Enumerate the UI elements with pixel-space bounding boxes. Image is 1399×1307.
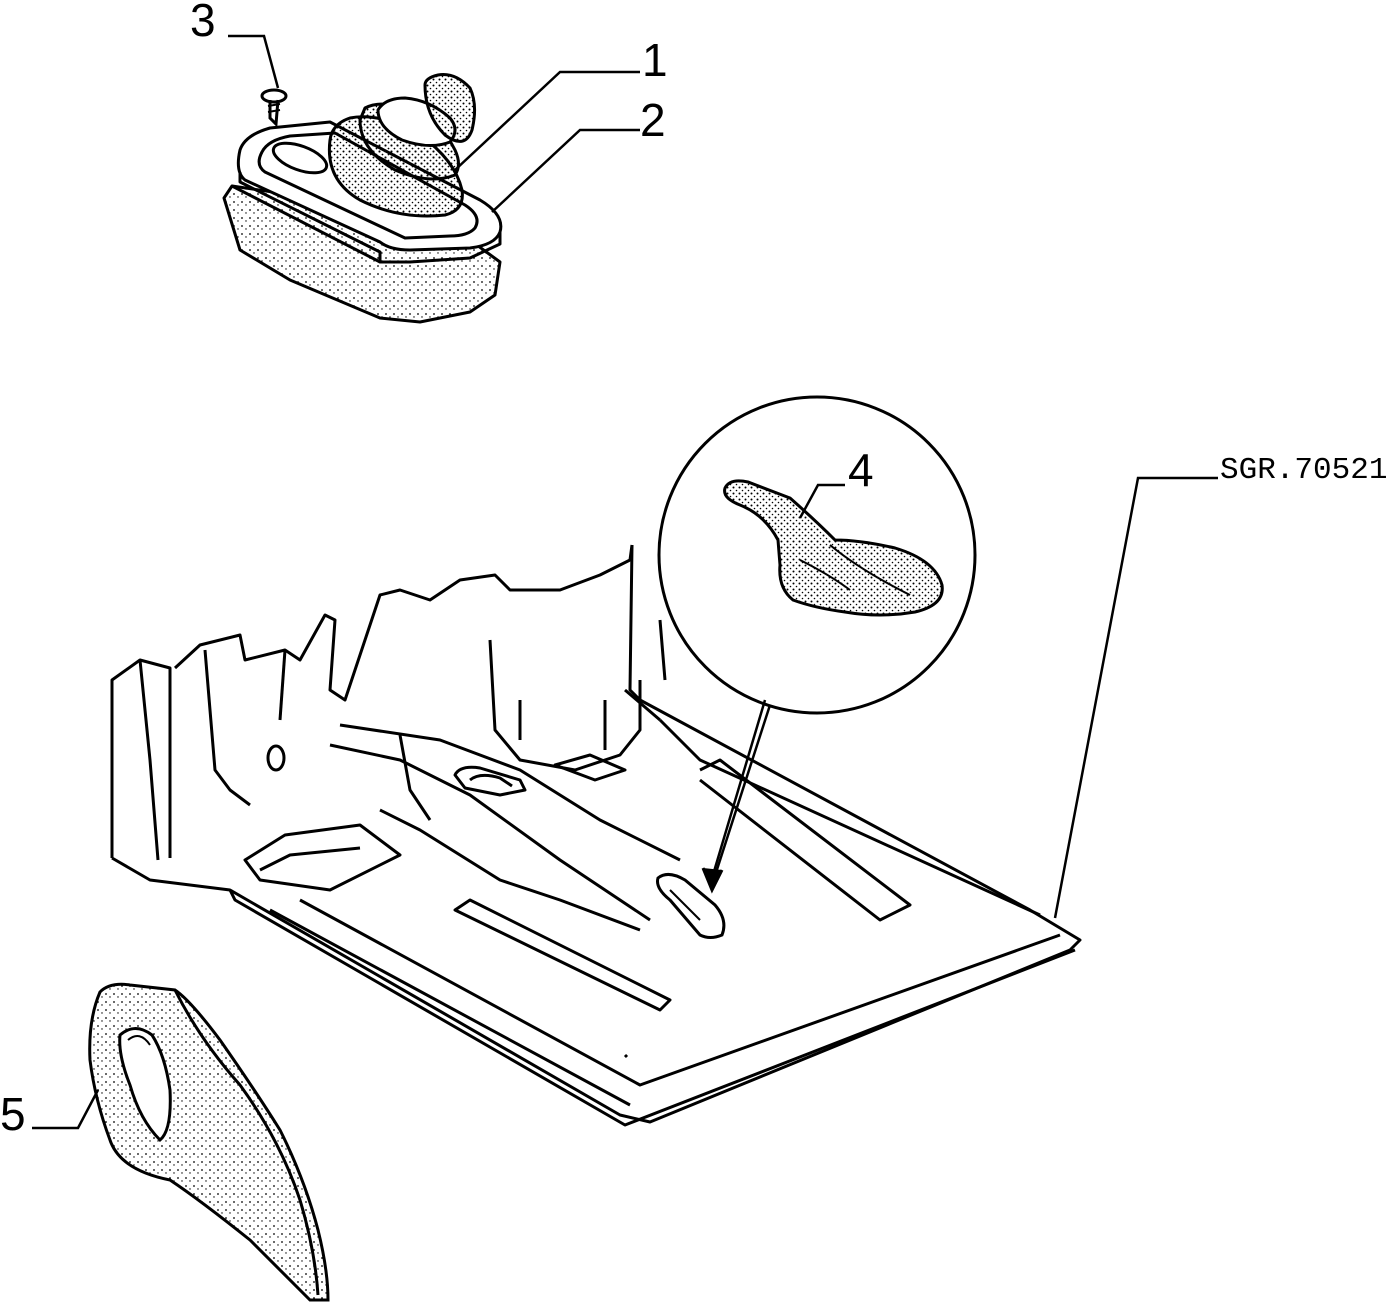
reference-code: SGR.70521 [1220,453,1387,488]
callout-3: 3 [190,0,216,46]
leader-lines-top [228,34,640,213]
leader-line-reference [1053,476,1218,919]
handbrake-boot-part [723,479,944,617]
gear-boot-assembly [222,73,503,324]
screw-part [260,88,288,128]
callout-4: 4 [848,444,874,496]
detail-magnifier [657,395,977,894]
handbrake-boot-installed [656,873,726,939]
callout-1: 1 [642,34,668,86]
callout-5: 5 [0,1088,26,1140]
leader-line-5 [32,1089,100,1130]
side-trim-part [88,982,330,1302]
callout-2: 2 [640,94,666,146]
leader-line-4 [798,483,845,519]
floor-carpet [110,544,1082,1127]
